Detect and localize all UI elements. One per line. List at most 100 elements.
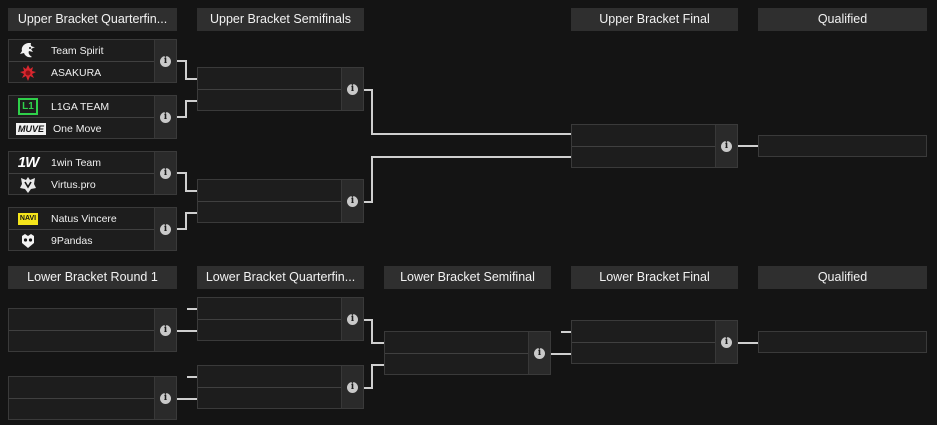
- team-row[interactable]: Team Spirit: [9, 40, 154, 61]
- match-info-panel[interactable]: i: [154, 377, 176, 419]
- one-move-icon: MUVE: [15, 122, 46, 135]
- header-lower-quarterfinals: Lower Bracket Quarterfin...: [197, 266, 364, 289]
- divider: [198, 201, 341, 202]
- header-upper-semifinals: Upper Bracket Semifinals: [197, 8, 364, 31]
- info-icon[interactable]: i: [721, 141, 732, 152]
- info-icon[interactable]: i: [160, 325, 171, 336]
- info-icon[interactable]: i: [347, 84, 358, 95]
- divider: [9, 330, 154, 331]
- info-icon[interactable]: i: [534, 348, 545, 359]
- connector-line: [185, 212, 197, 214]
- connector-line: [185, 172, 187, 190]
- team-row[interactable]: Virtus.pro: [9, 174, 154, 195]
- info-icon[interactable]: i: [160, 168, 171, 179]
- upper-final-match[interactable]: i: [571, 124, 738, 168]
- upper-qf-match-4[interactable]: NAVI Natus Vincere 9Pandas i: [8, 207, 177, 251]
- header-lower-semifinal: Lower Bracket Semifinal: [384, 266, 551, 289]
- team-name: ASAKURA: [51, 66, 102, 79]
- lower-r1-match-1[interactable]: i: [8, 308, 177, 352]
- match-info-panel[interactable]: i: [154, 96, 176, 138]
- info-icon[interactable]: i: [160, 224, 171, 235]
- match-info-panel[interactable]: i: [341, 298, 363, 340]
- divider: [198, 387, 341, 388]
- connector-line: [185, 100, 197, 102]
- info-icon[interactable]: i: [160, 56, 171, 67]
- match-info-panel[interactable]: i: [715, 125, 737, 167]
- team-row[interactable]: MUVE One Move: [9, 118, 154, 139]
- lower-r1-match-2[interactable]: i: [8, 376, 177, 420]
- lower-qf-match-1[interactable]: i: [197, 297, 364, 341]
- team-name: Natus Vincere: [51, 212, 117, 225]
- connector-line: [177, 228, 187, 230]
- info-icon[interactable]: i: [347, 196, 358, 207]
- match-info-panel[interactable]: i: [715, 321, 737, 363]
- connector-line: [364, 89, 373, 91]
- connector-line: [187, 308, 197, 310]
- connector-line: [371, 89, 373, 135]
- connector-line: [371, 342, 384, 344]
- connector-line: [371, 133, 571, 135]
- connector-line: [177, 398, 197, 400]
- connector-line: [371, 156, 571, 158]
- divider: [9, 61, 154, 62]
- connector-line: [185, 78, 197, 80]
- connector-line: [185, 190, 197, 192]
- info-icon[interactable]: i: [347, 382, 358, 393]
- match-info-panel[interactable]: i: [154, 152, 176, 194]
- divider: [385, 353, 528, 354]
- match-info-panel[interactable]: i: [154, 309, 176, 351]
- header-upper-final: Upper Bracket Final: [571, 8, 738, 31]
- info-icon[interactable]: i: [721, 337, 732, 348]
- divider: [9, 117, 154, 118]
- connector-line: [371, 319, 373, 342]
- match-info-panel[interactable]: i: [341, 68, 363, 110]
- upper-qf-match-3[interactable]: 1W 1win Team Virtus.pro i: [8, 151, 177, 195]
- connector-line: [177, 172, 187, 174]
- team-name: 1win Team: [51, 156, 101, 169]
- team-name: One Move: [53, 122, 102, 135]
- upper-sf-match-2[interactable]: i: [197, 179, 364, 223]
- connector-line: [185, 60, 187, 78]
- team-name: 9Pandas: [51, 234, 93, 247]
- connector-line: [185, 100, 187, 118]
- upper-qf-match-1[interactable]: Team Spirit ASAKURA i: [8, 39, 177, 83]
- connector-line: [371, 364, 384, 366]
- natus-vincere-icon: NAVI: [17, 210, 39, 228]
- lower-sf-match[interactable]: i: [384, 331, 551, 375]
- lower-qf-match-2[interactable]: i: [197, 365, 364, 409]
- divider: [572, 146, 715, 147]
- divider: [9, 398, 154, 399]
- lower-final-match[interactable]: i: [571, 320, 738, 364]
- connector-line: [177, 60, 187, 62]
- team-row[interactable]: L1 L1GA TEAM: [9, 96, 154, 117]
- l1ga-team-icon: L1: [17, 98, 39, 116]
- connector-line: [371, 364, 373, 389]
- connector-line: [177, 116, 187, 118]
- info-icon[interactable]: i: [347, 314, 358, 325]
- connector-line: [551, 353, 571, 355]
- header-lower-final: Lower Bracket Final: [571, 266, 738, 289]
- upper-sf-match-1[interactable]: i: [197, 67, 364, 111]
- header-upper-qualified: Qualified: [758, 8, 927, 31]
- info-icon[interactable]: i: [160, 393, 171, 404]
- team-row[interactable]: ASAKURA: [9, 62, 154, 83]
- header-lower-qualified: Qualified: [758, 266, 927, 289]
- match-info-panel[interactable]: i: [154, 208, 176, 250]
- info-icon[interactable]: i: [160, 112, 171, 123]
- team-row[interactable]: NAVI Natus Vincere: [9, 208, 154, 229]
- divider: [198, 319, 341, 320]
- 1win-team-icon: 1W: [17, 154, 39, 171]
- divider: [572, 342, 715, 343]
- header-upper-quarterfinals: Upper Bracket Quarterfin...: [8, 8, 177, 31]
- connector-line: [187, 376, 197, 378]
- team-row[interactable]: 9Pandas: [9, 230, 154, 251]
- upper-qf-match-2[interactable]: L1 L1GA TEAM MUVE One Move i: [8, 95, 177, 139]
- match-info-panel[interactable]: i: [341, 366, 363, 408]
- match-info-panel[interactable]: i: [154, 40, 176, 82]
- asakura-icon: [17, 64, 39, 82]
- 9pandas-icon: [17, 232, 39, 250]
- connector-line: [371, 156, 373, 203]
- team-row[interactable]: 1W 1win Team: [9, 152, 154, 173]
- match-info-panel[interactable]: i: [528, 332, 550, 374]
- match-info-panel[interactable]: i: [341, 180, 363, 222]
